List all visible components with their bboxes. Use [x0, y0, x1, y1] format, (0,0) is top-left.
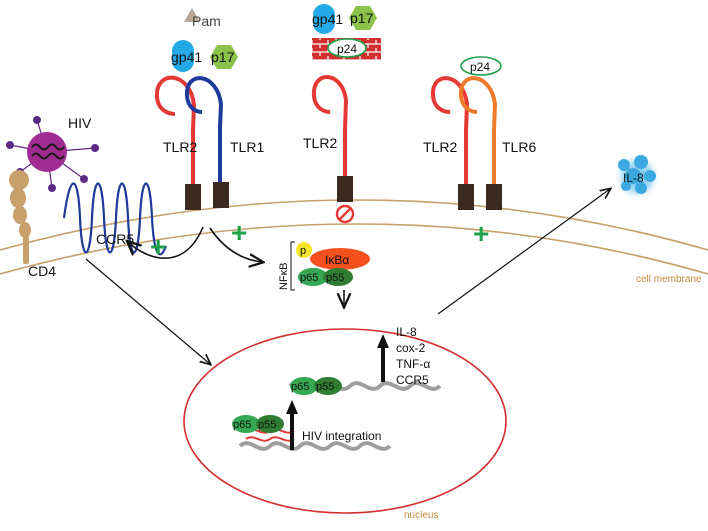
gene-ccr5: CCR5 — [396, 373, 429, 387]
p65-label-upper: p65 — [291, 381, 309, 393]
upregulation-arrow-lower — [286, 400, 298, 450]
cell-membrane-label: cell membrane — [636, 274, 702, 285]
gene-il8: IL-8 — [396, 325, 417, 339]
tlr2-tlr6-complex — [430, 76, 502, 210]
cell-membrane-inner — [0, 223, 708, 275]
cell-membrane-outer — [0, 199, 708, 251]
cd4-label: CD4 — [28, 263, 56, 279]
tlr6-label: TLR6 — [502, 139, 536, 155]
p55-oval-cyto — [323, 268, 353, 286]
upregulation-arrow-upper — [377, 334, 389, 382]
gp41-label-1: gp41 — [171, 49, 202, 65]
p24-label-2: p24 — [470, 60, 490, 74]
p24-oval-1 — [327, 38, 367, 58]
p65-oval-cyto — [298, 268, 328, 286]
gene-tnfa: TNF-α — [396, 357, 430, 371]
nucleus — [183, 328, 507, 514]
p65-label-lower: p65 — [233, 419, 251, 431]
tlr2-label-2: TLR2 — [303, 135, 337, 151]
gp41-capsule-2 — [313, 4, 335, 34]
p65-label-cyto: p65 — [300, 272, 318, 284]
p55-oval-lower — [256, 415, 284, 433]
plus-sign-middle: + — [231, 217, 247, 248]
plus-sign-left: + — [150, 231, 166, 262]
rna-strand-2 — [245, 436, 295, 442]
hiv-virion — [6, 116, 99, 192]
dna-strand-lower — [238, 441, 392, 451]
tlr2-inhibited — [311, 75, 353, 202]
pam-ligand — [184, 8, 200, 22]
arrow-ccr5-to-nucleus — [85, 258, 210, 364]
p17-label-1: p17 — [211, 49, 235, 65]
ccr5-receptor — [62, 182, 168, 256]
pam-label: Pam — [192, 13, 221, 29]
phospho-oval — [296, 242, 312, 258]
p65-oval-lower — [232, 415, 260, 433]
tlr1-label: TLR1 — [230, 139, 264, 155]
hiv-integration-label: HIV integration — [302, 429, 381, 443]
p55-label-cyto: p55 — [326, 272, 344, 284]
ccr5-label: CCR5 — [96, 231, 134, 247]
p17-hexagon-1 — [210, 45, 238, 69]
nfkb-label: NFκB — [278, 263, 290, 291]
ikba-label: IκBα — [325, 253, 349, 267]
gene-list: IL-8 cox-2 TNF-α CCR5 — [396, 325, 430, 387]
p24-label-1: p24 — [337, 42, 357, 56]
p24-oval-2 — [460, 56, 502, 76]
inhibit-icon — [335, 204, 355, 224]
arrow-genes-to-il8 — [437, 189, 610, 315]
gp41-label-2: gp41 — [312, 11, 343, 27]
curved-arrow-to-ccr5 — [128, 226, 204, 259]
il8-label: IL-8 — [623, 171, 644, 185]
cd4-receptor — [9, 170, 31, 264]
tlr2-label-1: TLR2 — [163, 139, 197, 155]
nucleus-label: nucleus — [404, 510, 438, 521]
ikba-oval — [310, 248, 370, 270]
p55-label-lower: p55 — [258, 419, 276, 431]
phospho-label: p — [300, 245, 306, 257]
il8-cloud — [613, 153, 661, 201]
p17-hexagon-2 — [349, 6, 377, 30]
p55-label-upper: p55 — [316, 381, 334, 393]
p65-oval-upper — [290, 377, 318, 395]
p55-oval-upper — [314, 377, 342, 395]
plus-sign-right: + — [473, 218, 489, 249]
gp41-capsule-1 — [172, 40, 194, 72]
curved-arrow-to-nfkb — [209, 227, 262, 262]
tlr2-label-3: TLR2 — [423, 139, 457, 155]
nfkb-bracket — [290, 241, 295, 291]
tlr2-tlr1-complex — [154, 75, 229, 210]
p17-label-2: p17 — [350, 10, 374, 26]
gene-cox2: cox-2 — [396, 341, 426, 355]
hiv-label: HIV — [68, 115, 92, 131]
